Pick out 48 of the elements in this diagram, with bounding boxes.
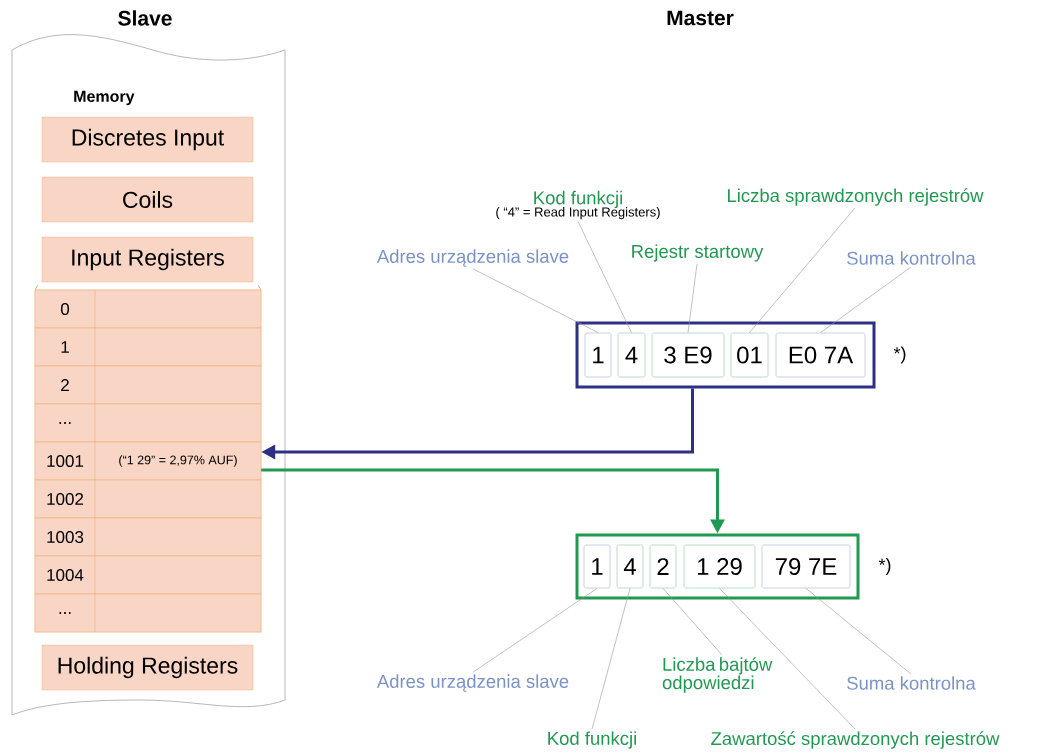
leader-line (820, 266, 912, 333)
memory-block: Input Registers (41, 236, 254, 283)
memory-block: Coils (41, 176, 254, 223)
callout-label: Liczba sprawdzonych rejestrów (728, 188, 984, 206)
callout-label: Adres urządzenia slave (376, 674, 569, 692)
table-row: 1002 (34, 479, 262, 519)
callout-label: Kod funkcji (548, 731, 636, 749)
callout-label: Suma kontrolna (847, 676, 976, 690)
leader-line (577, 221, 632, 333)
leader-line (662, 588, 723, 656)
leader-line (472, 588, 598, 673)
byte-cell: 1 (584, 332, 612, 378)
table-row: 0 (34, 289, 262, 329)
leader-line (591, 588, 631, 730)
byte-cell: E0 7A (775, 332, 866, 378)
table-row: 1 (34, 327, 262, 367)
heading: Master (667, 10, 734, 26)
footnote-mark: *) (878, 558, 891, 575)
byte-cell: 4 (617, 332, 646, 378)
leader-line (687, 263, 698, 333)
leader-line (749, 207, 856, 333)
callout-label: Liczba bajtów odpowiedzi (662, 657, 773, 693)
leader-line (472, 268, 599, 333)
table-row: ... (34, 593, 262, 633)
table-row: 1001 (“1 29” = 2,97% AUF) (34, 441, 262, 481)
byte-cell: 3 E9 (651, 332, 725, 378)
byte-cell: 79 7E (761, 544, 851, 589)
callout-label: Kod funkcji ( “4” = Read Input Registers) (496, 190, 660, 220)
leader-line (805, 588, 912, 675)
table-row: 1003 (34, 517, 262, 557)
table-row: ... (34, 403, 262, 443)
callout-label: Zawartość sprawdzonych rejestrów (711, 731, 1000, 749)
callout-label: Adres urządzenia slave (376, 249, 569, 267)
memory-block: Discretes Input (41, 116, 254, 163)
table-row: 2 (34, 365, 262, 405)
byte-cell: 1 (583, 544, 611, 589)
byte-cell: 1 29 (683, 544, 756, 589)
callout-label: Rejestr startowy (632, 244, 764, 262)
section-title: Memory (74, 90, 135, 106)
table-row: 1004 (34, 555, 262, 595)
heading: Slave (118, 10, 172, 26)
callout-label: Suma kontrolna (847, 251, 976, 265)
footnote-mark: *) (893, 346, 906, 364)
byte-cell: 2 (649, 544, 677, 589)
byte-cell: 01 (730, 332, 769, 378)
memory-block: Holding Registers (41, 644, 254, 691)
byte-cell: 4 (616, 544, 644, 589)
leader-line (719, 588, 856, 730)
